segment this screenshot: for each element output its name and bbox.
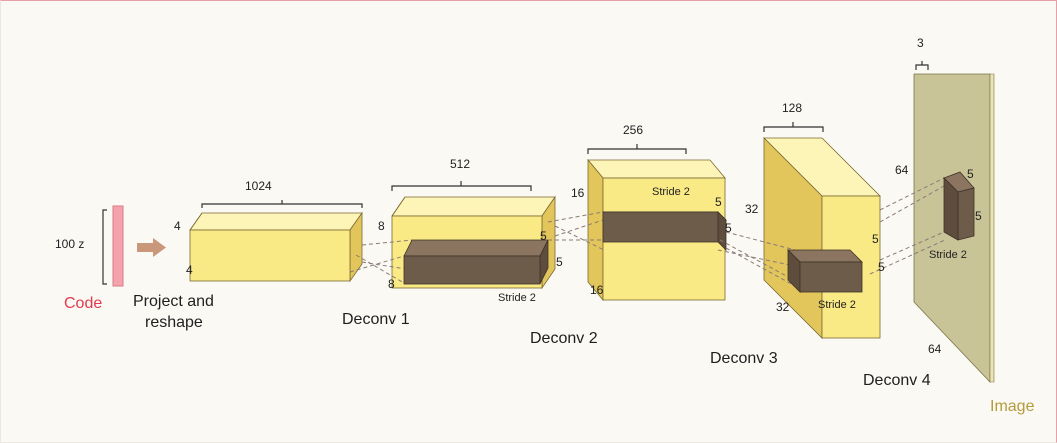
deconv4-stride-label: Stride 2 (929, 250, 967, 261)
deconv3-h-label: 32 (745, 203, 758, 215)
deconv4-kernel-h-label: 5 (967, 168, 974, 180)
deconv2-stride-label: Stride 2 (652, 187, 690, 198)
project-arrow-icon (137, 238, 166, 257)
deconv3-channels-label: 128 (782, 102, 802, 114)
deconv4-kernel-w-label: 5 (975, 210, 982, 222)
project-label-line1: Project and (133, 294, 214, 310)
deconv2-kernel-h-label: 5 (715, 196, 722, 208)
deconv3-kernel-h-label: 5 (872, 233, 879, 245)
deconv3-kernel (788, 250, 862, 292)
deconv1-kernel-h-label: 5 (540, 230, 547, 242)
deconv1-h-label: 8 (378, 220, 385, 232)
project-h-label: 4 (174, 220, 181, 232)
deconv2-kernel-w-label: 5 (725, 222, 732, 234)
deconv2-h-label: 16 (571, 187, 584, 199)
code-dim-label: 100 z (55, 238, 84, 250)
deconv4-name-label: Deconv 4 (863, 373, 931, 389)
deconv3-kernel-w-label: 5 (878, 261, 885, 273)
code-vector-bar (113, 206, 123, 286)
project-channels-label: 1024 (245, 180, 272, 192)
deconv2-w-label: 16 (590, 284, 603, 296)
deconv3-w-label: 32 (776, 301, 789, 313)
deconv1-kernel (404, 240, 548, 284)
deconv1-kernel-w-label: 5 (556, 256, 563, 268)
project-label-line2: reshape (145, 315, 203, 331)
deconv2-channels-label: 256 (623, 124, 643, 136)
deconv1-w-label: 8 (388, 278, 395, 290)
deconv4-h-label: 64 (895, 164, 908, 176)
deconv4-w-label: 64 (928, 343, 941, 355)
deconv3-stride-label: Stride 2 (818, 300, 856, 311)
project-block (190, 200, 362, 281)
deconv3-name-label: Deconv 3 (710, 351, 778, 367)
deconv1-channels-label: 512 (450, 158, 470, 170)
deconv2-name-label: Deconv 2 (530, 331, 598, 347)
deconv4-channels-label: 3 (917, 37, 924, 49)
project-w-label: 4 (186, 264, 193, 276)
image-output-label: Image (990, 399, 1034, 415)
deconv1-name-label: Deconv 1 (342, 312, 410, 328)
deconv1-stride-label: Stride 2 (498, 293, 536, 304)
code-label: Code (64, 296, 102, 312)
code-dim-bracket (103, 210, 107, 284)
